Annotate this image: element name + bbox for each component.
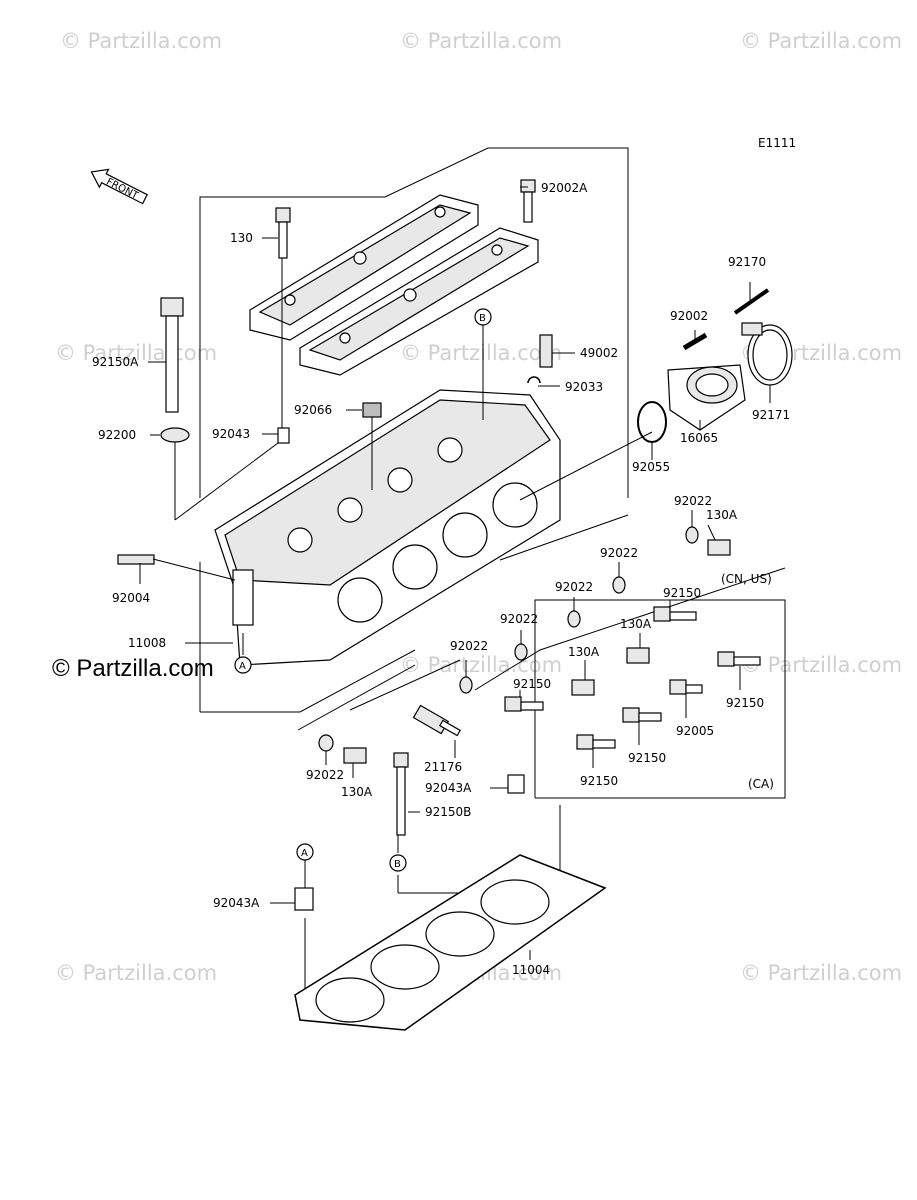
front-arrow-icon: FRONT	[90, 168, 148, 205]
camshaft-cap-upper	[249, 194, 479, 341]
callout-92150-3: 92150	[726, 696, 764, 710]
callout-92004: 92004	[112, 591, 150, 605]
marker-a-mid: A	[239, 661, 246, 672]
watermark: © Partzilla.com	[400, 29, 562, 53]
callout-21176: 21176	[424, 760, 462, 774]
watermark: © Partzilla.com	[55, 341, 217, 365]
callout-130A-2: 130A	[620, 617, 652, 631]
marker-b-top: B	[479, 313, 486, 324]
callout-11008: 11008	[128, 636, 166, 650]
callouts: 130 92002A 92150A 92200 92043 92066 B 49…	[92, 181, 790, 977]
callout-130A-4: 130A	[341, 785, 373, 799]
callout-92043: 92043	[212, 427, 250, 441]
watermark: © Partzilla.com	[740, 653, 902, 677]
callout-49002: 49002	[580, 346, 618, 360]
front-label: FRONT	[104, 177, 140, 203]
callout-92150A: 92150A	[92, 355, 139, 369]
callout-92150B: 92150B	[425, 805, 471, 819]
callout-92022-d: 92022	[450, 639, 488, 653]
watermark-main: © Partzilla.com	[52, 655, 214, 682]
watermark: © Partzilla.com	[55, 961, 217, 985]
watermark: © Partzilla.com	[60, 29, 222, 53]
camshaft-cap-lower	[299, 227, 539, 376]
sensor-21176	[412, 704, 461, 737]
bolts-92150	[504, 606, 761, 750]
throttle-body-holder	[667, 364, 746, 431]
head-gasket	[294, 854, 607, 1031]
callout-92002: 92002	[670, 309, 708, 323]
callout-92150-5: 92150	[580, 774, 618, 788]
callout-130A-r: 130A	[706, 508, 738, 522]
leader-lines	[139, 186, 771, 960]
diagram-code: E1111	[758, 136, 796, 150]
marker-b-bot: B	[394, 859, 401, 870]
callout-92043A-bot: 92043A	[213, 896, 260, 910]
label-cn-us: (CN, US)	[721, 572, 772, 586]
reference-frames	[174, 147, 786, 990]
callout-92170: 92170	[728, 255, 766, 269]
watermark: © Partzilla.com	[740, 29, 902, 53]
callout-92043A-mid: 92043A	[425, 781, 472, 795]
callout-92200: 92200	[98, 428, 136, 442]
bolt-92150B	[393, 752, 409, 836]
callout-92022-e: 92022	[306, 768, 344, 782]
cylinder-head	[214, 389, 561, 666]
callout-130: 130	[230, 231, 253, 245]
callout-92150-1: 92150	[663, 586, 701, 600]
bolts-130A	[343, 539, 731, 764]
marker-a-bot: A	[301, 848, 308, 859]
callout-92022-r: 92022	[674, 494, 712, 508]
bolt-130	[275, 207, 291, 259]
callout-92066: 92066	[294, 403, 332, 417]
watermark: © Partzilla.com	[400, 341, 562, 365]
watermarks: © Partzilla.com © Partzilla.com © Partzi…	[52, 29, 902, 985]
callout-92150-4: 92150	[628, 751, 666, 765]
letter-markers	[234, 308, 492, 872]
bolt-92002A	[520, 179, 536, 223]
callout-11004: 11004	[512, 963, 550, 977]
callout-92150-2: 92150	[513, 677, 551, 691]
label-ca: (CA)	[748, 777, 774, 791]
hose-clamp	[741, 322, 793, 386]
callout-16065: 16065	[680, 431, 718, 445]
callout-92055: 92055	[632, 460, 670, 474]
callout-92005: 92005	[676, 724, 714, 738]
callout-92022-a: 92022	[600, 546, 638, 560]
callout-92002A: 92002A	[541, 181, 588, 195]
callout-92033: 92033	[565, 380, 603, 394]
watermark: © Partzilla.com	[740, 961, 902, 985]
bolt-92150A	[160, 297, 184, 413]
callout-130A-3: 130A	[568, 645, 600, 659]
callout-92022-c: 92022	[500, 612, 538, 626]
callout-92171: 92171	[752, 408, 790, 422]
callout-92022-b: 92022	[555, 580, 593, 594]
watermark: © Partzilla.com	[400, 653, 562, 677]
